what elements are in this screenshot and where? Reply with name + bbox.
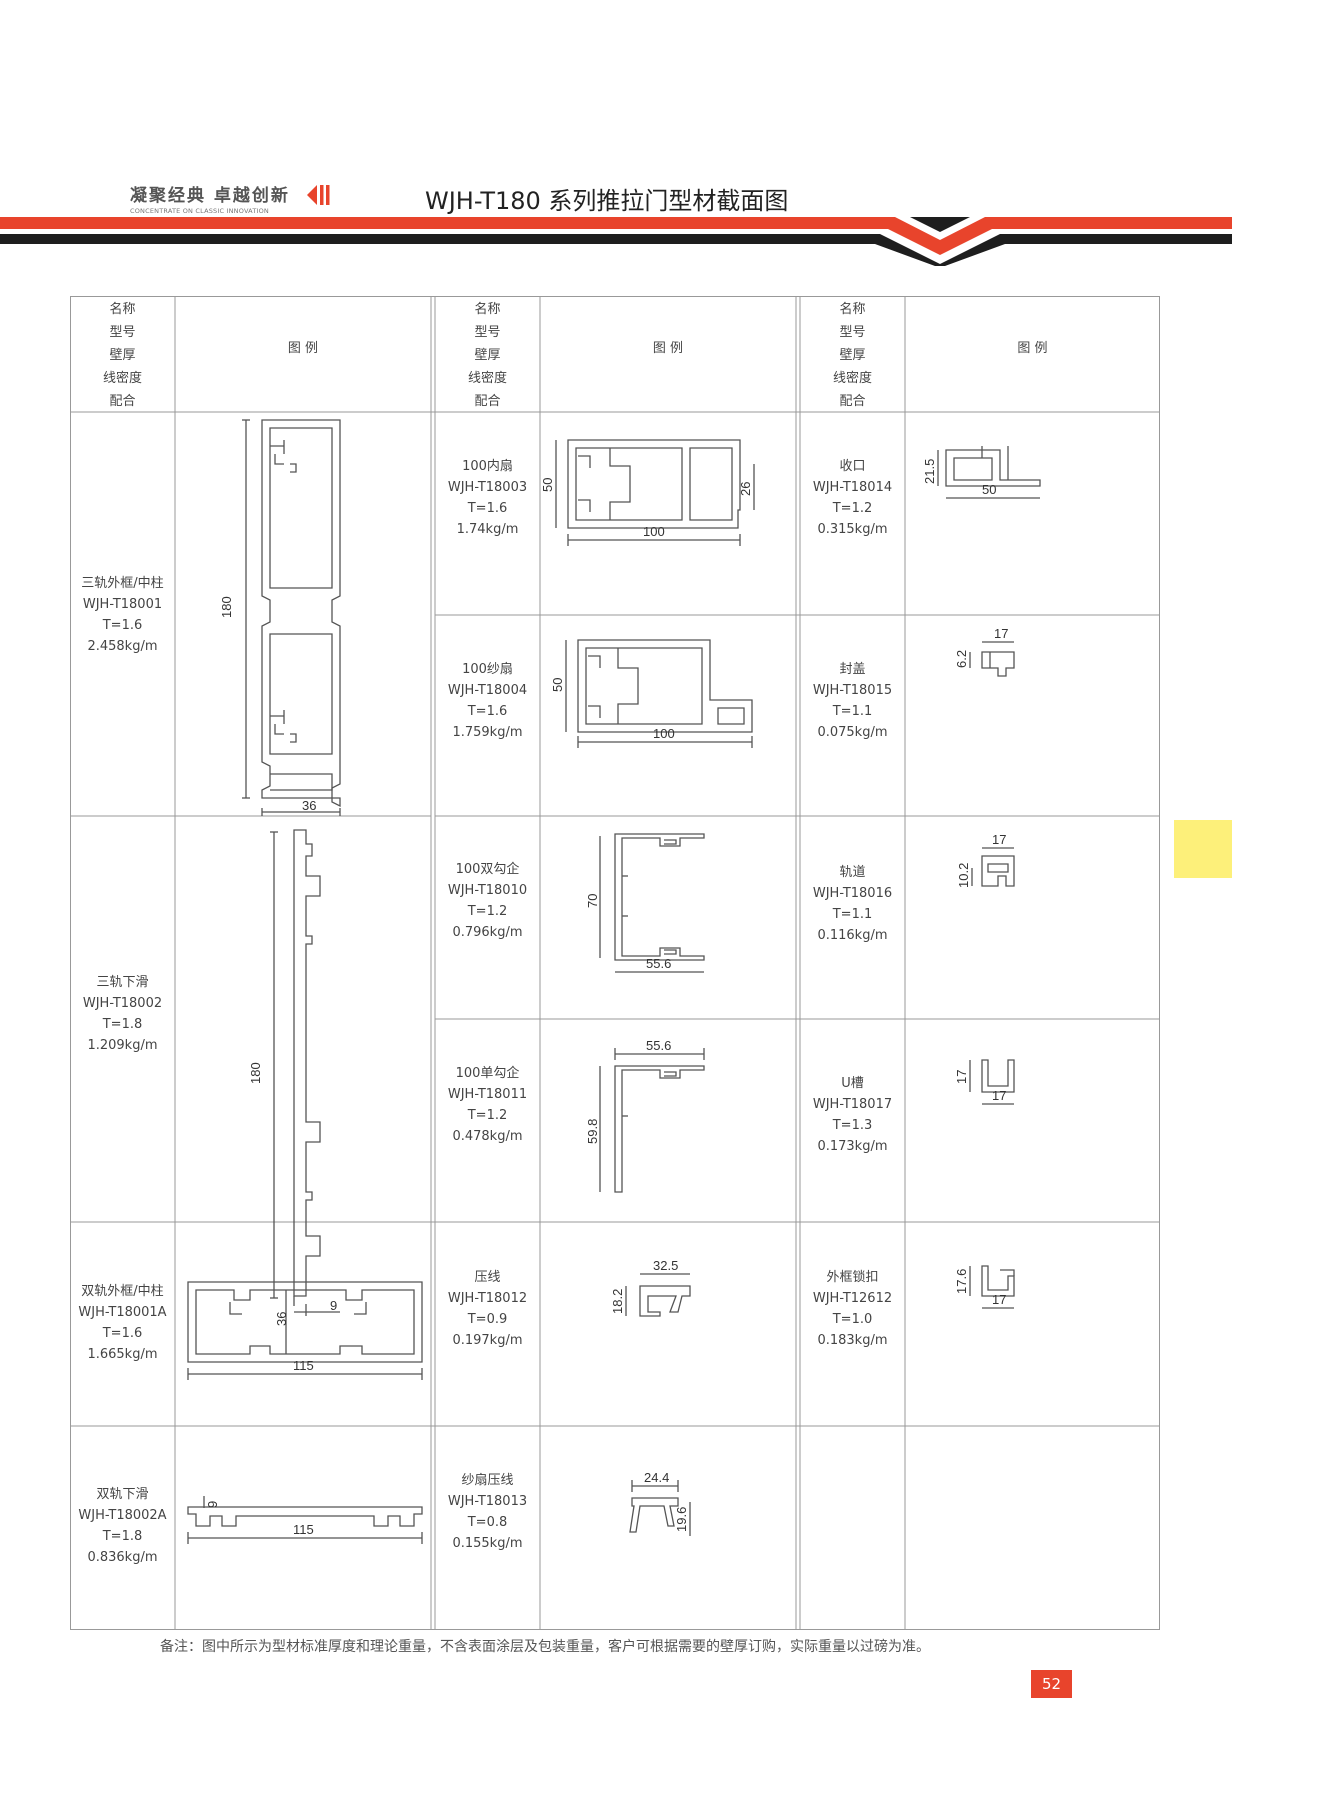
- dim-t18015-width: 17: [994, 626, 1008, 641]
- profile-wjh-t18017: [969, 1059, 1015, 1105]
- dim-t18017-height: 17: [954, 1070, 969, 1084]
- spec-wjh-t18010: 100双勾企 WJH-T18010 T=1.2 0.796kg/m: [447, 862, 528, 940]
- dim-t18004-width: 100: [653, 726, 675, 741]
- spec-wjh-t18013: 纱扇压线 WJH-T18013 T=0.8 0.155kg/m: [447, 1473, 528, 1551]
- spec-wjh-t18003: 100内扇 WJH-T18003 T=1.6 1.74kg/m: [447, 459, 528, 537]
- profile-wjh-t18012: [625, 1273, 691, 1317]
- dim-t18010-height: 70: [585, 894, 600, 908]
- profile-wjh-t18001a: [187, 1281, 423, 1380]
- side-tab: [1174, 820, 1232, 878]
- slogan-cn: 凝聚经典 卓越创新: [130, 186, 290, 206]
- spec-wjh-t18015: 封盖 WJH-T18015 T=1.1 0.075kg/m: [812, 662, 893, 740]
- dim-t18014-width: 50: [982, 482, 996, 497]
- page-title: WJH-T180 系列推拉门型材截面图: [425, 187, 789, 215]
- dim-t18011-width: 55.6: [646, 1038, 671, 1053]
- spec-wjh-t18002: 三轨下滑 WJH-T18002 T=1.8 1.209kg/m: [82, 975, 163, 1053]
- dim-t18011-height: 59.8: [585, 1119, 600, 1144]
- profile-table: 名称 型号 壁厚 线密度 配合 图 例 名称 型号 壁厚 线密度 配合 图 例 …: [70, 296, 1160, 1630]
- profile-wjh-t18015: [969, 641, 1015, 677]
- dim-t18002-width: 9: [330, 1298, 337, 1313]
- spec-wjh-t12612: 外框锁扣 WJH-T12612 T=1.0 0.183kg/m: [812, 1270, 893, 1348]
- profile-wjh-t18001: [242, 419, 341, 816]
- spec-wjh-t18002a: 双轨下滑 WJH-T18002A T=1.8 0.836kg/m: [78, 1487, 167, 1565]
- dim-t12612-height: 17.6: [954, 1269, 969, 1294]
- dim-t18002-height: 180: [248, 1062, 263, 1084]
- dim-t18014-height: 21.5: [922, 459, 937, 484]
- dim-t18001-width: 36: [302, 798, 316, 813]
- spec-wjh-t18017: U槽 WJH-T18017 T=1.3 0.173kg/m: [812, 1076, 893, 1154]
- spec-wjh-t18014: 收口 WJH-T18014 T=1.2 0.315kg/m: [812, 459, 893, 537]
- profile-wjh-t18013: [629, 1480, 691, 1536]
- header-picture-2: 图 例: [652, 341, 684, 356]
- dim-t18004-height: 50: [550, 678, 565, 692]
- dim-t12612-width: 17: [992, 1292, 1006, 1307]
- dim-t18001a-width: 115: [293, 1358, 314, 1373]
- profile-wjh-t18011: [599, 1048, 705, 1193]
- profile-wjh-t12612: [969, 1265, 1015, 1309]
- dim-t18001a-height: 36: [274, 1312, 289, 1326]
- profile-wjh-t18002: [270, 829, 340, 1316]
- header-band: [0, 217, 1232, 266]
- footnote: 备注：图中所示为型材标准厚度和理论重量，不含表面涂层及包装重量，客户可根据需要的…: [160, 1639, 930, 1655]
- profile-wjh-t18003: [555, 439, 755, 546]
- dim-t18001-height: 180: [219, 596, 234, 618]
- spec-wjh-t18001a: 双轨外框/中柱 WJH-T18001A T=1.6 1.665kg/m: [78, 1284, 167, 1362]
- profile-wjh-t18014: [937, 446, 1041, 499]
- profile-wjh-t18004: [565, 639, 753, 748]
- page-number: 52: [1031, 1670, 1072, 1698]
- dim-t18017-width: 17: [992, 1088, 1006, 1103]
- dim-t18003-width: 100: [643, 524, 665, 539]
- dim-t18013-width: 24.4: [644, 1470, 669, 1485]
- spec-wjh-t18011: 100单勾企 WJH-T18011 T=1.2 0.478kg/m: [447, 1066, 528, 1144]
- dimension-labels: 180 36 180 9 36 115 9 115 50 26 100 50 1…: [205, 459, 1008, 1537]
- dim-t18016-width: 17: [992, 832, 1006, 847]
- dim-t18002a-width: 115: [293, 1522, 314, 1537]
- slogan: 凝聚经典 卓越创新 CONCENTRATE ON CLASSIC INNOVAT…: [130, 181, 290, 215]
- slogan-en: CONCENTRATE ON CLASSIC INNOVATION: [130, 207, 269, 215]
- spec-wjh-t18001: 三轨外框/中柱 WJH-T18001 T=1.6 2.458kg/m: [81, 576, 164, 654]
- profile-wjh-t18016: [971, 847, 1015, 887]
- dim-t18016-height: 10.2: [956, 863, 971, 888]
- dim-t18003-height: 50: [540, 478, 555, 492]
- dim-t18010-width: 55.6: [646, 956, 671, 971]
- spec-wjh-t18004: 100纱扇 WJH-T18004 T=1.6 1.759kg/m: [447, 662, 528, 740]
- header-picture-3: 图 例: [1017, 341, 1048, 356]
- dim-t18015-height: 6.2: [954, 650, 969, 668]
- dim-t18002a-height: 9: [205, 1501, 220, 1508]
- dim-t18003-side: 26: [738, 482, 753, 496]
- header-col-3: 名称 型号 壁厚 线密度 配合: [832, 302, 872, 409]
- table-grid: [70, 296, 1160, 1630]
- dim-t18013-height: 19.6: [674, 1507, 689, 1532]
- spec-wjh-t18016: 轨道 WJH-T18016 T=1.1 0.116kg/m: [812, 865, 893, 943]
- header-col-2: 名称 型号 壁厚 线密度 配合: [467, 302, 507, 409]
- slogan-arrow-icon: [307, 185, 330, 205]
- dim-t18012-width: 32.5: [653, 1258, 678, 1273]
- header-picture-1: 图 例: [287, 341, 319, 356]
- dim-t18012-height: 18.2: [610, 1289, 625, 1314]
- profile-wjh-t18010: [599, 833, 705, 973]
- spec-wjh-t18012: 压线 WJH-T18012 T=0.9 0.197kg/m: [447, 1270, 528, 1348]
- header-col-1: 名称 型号 壁厚 线密度 配合: [102, 302, 142, 409]
- profile-diagrams: [187, 419, 1041, 1544]
- profile-wjh-t18002a: [187, 1496, 423, 1544]
